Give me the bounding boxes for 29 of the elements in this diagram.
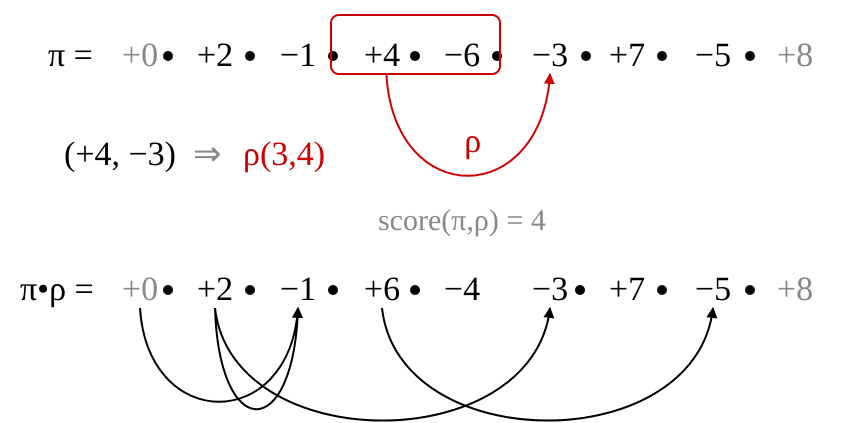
- signed-number: −5: [685, 38, 741, 74]
- signed-number: +6: [354, 272, 410, 308]
- signed-number: −3: [522, 38, 578, 74]
- pair-label: (+4, −3): [64, 137, 176, 173]
- signed-number: +2: [187, 38, 243, 74]
- signed-number: −5: [685, 272, 741, 308]
- equation-label: π•ρ =: [20, 272, 94, 308]
- implies-symbol: ⇒: [193, 137, 221, 173]
- signed-number: −1: [270, 38, 326, 74]
- reversal-label: ρ(3,4): [243, 137, 326, 173]
- signed-number: −4: [434, 272, 490, 308]
- signed-number: +8: [767, 38, 823, 74]
- signed-number: +7: [599, 272, 655, 308]
- signed-number: −3: [522, 272, 578, 308]
- signed-number: +0: [112, 38, 168, 74]
- curved-arrow: [214, 306, 303, 410]
- signed-number: +7: [599, 38, 655, 74]
- equation-label: π =: [48, 38, 93, 74]
- curved-arrow: [385, 72, 554, 177]
- signed-number: −1: [270, 272, 326, 308]
- signed-number: +4: [354, 38, 410, 74]
- selection-box: [330, 14, 501, 75]
- signed-number: +8: [767, 272, 823, 308]
- signed-number: −6: [434, 38, 490, 74]
- signed-number: +0: [112, 272, 168, 308]
- score-label: score(π,ρ) = 4: [378, 203, 546, 239]
- curved-arrow: [214, 306, 553, 422]
- curved-arrow: [381, 306, 716, 422]
- signed-number: +2: [187, 272, 243, 308]
